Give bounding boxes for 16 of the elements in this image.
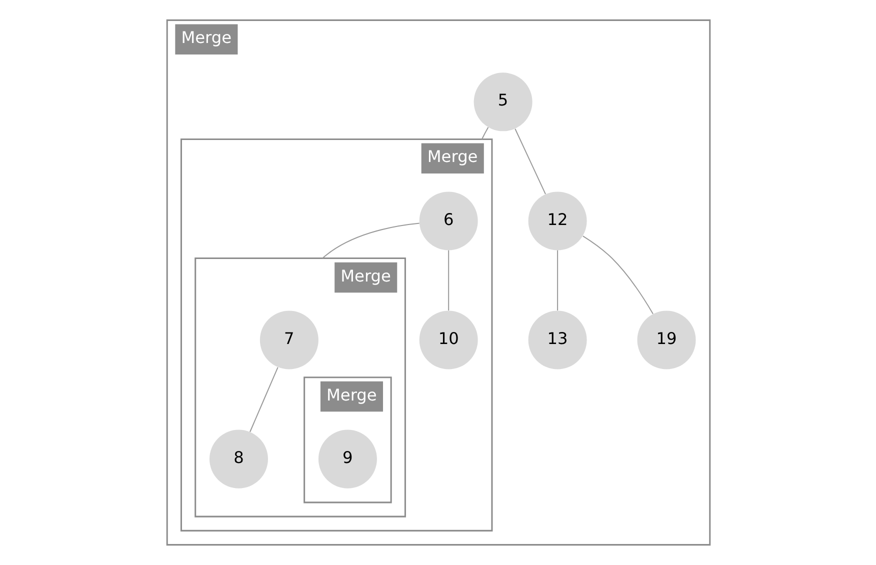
connector xyxy=(514,128,546,194)
connector xyxy=(480,127,488,140)
node-circle: 19 xyxy=(636,310,696,370)
connector xyxy=(556,250,558,311)
node-circle: 5 xyxy=(473,72,532,132)
node-circle: 7 xyxy=(259,310,318,370)
node-circle: 10 xyxy=(418,310,478,370)
connector xyxy=(322,222,419,259)
node-circle: 6 xyxy=(418,192,478,250)
node-circle: 13 xyxy=(528,310,586,370)
connector xyxy=(448,250,449,311)
connector xyxy=(582,236,653,314)
node-circle: 9 xyxy=(318,430,376,488)
node-circle: 12 xyxy=(528,192,586,250)
connector xyxy=(249,367,278,432)
node-circle: 8 xyxy=(208,430,268,488)
